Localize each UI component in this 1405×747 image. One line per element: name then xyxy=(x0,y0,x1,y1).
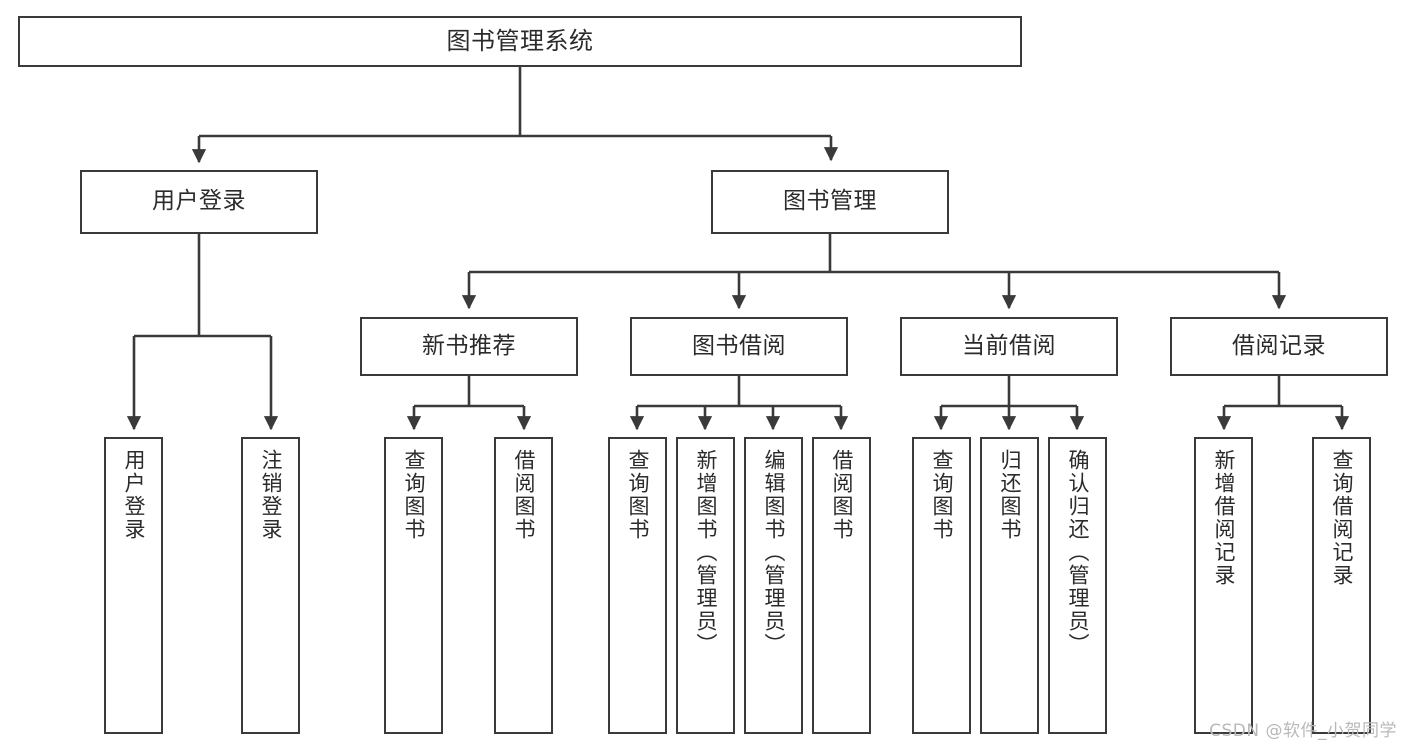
leaf-query-borrow-record[interactable]: 查询借阅记录 xyxy=(1312,437,1371,734)
leaf-add-book-admin[interactable]: 新增图书（管理员） xyxy=(676,437,735,734)
node-label: 查询图书 xyxy=(930,449,954,541)
node-label: 当前借阅 xyxy=(962,332,1056,359)
node-label: 注销登录 xyxy=(259,449,283,541)
leaf-borrow-book-recommend[interactable]: 借阅图书 xyxy=(494,437,553,734)
leaf-confirm-return-admin[interactable]: 确认归还（管理员） xyxy=(1048,437,1107,734)
node-label: 借阅图书 xyxy=(512,449,536,541)
node-current-borrow[interactable]: 当前借阅 xyxy=(900,317,1118,376)
node-label: 图书借阅 xyxy=(692,332,786,359)
leaf-query-book-recommend[interactable]: 查询图书 xyxy=(384,437,443,734)
node-user-login[interactable]: 用户登录 xyxy=(80,170,318,234)
node-label: 查询借阅记录 xyxy=(1330,449,1354,587)
node-label: 借阅记录 xyxy=(1232,332,1326,359)
leaf-borrow-book[interactable]: 借阅图书 xyxy=(812,437,871,734)
leaf-query-book-borrow[interactable]: 查询图书 xyxy=(608,437,667,734)
node-label: 查询图书 xyxy=(402,449,426,541)
node-new-book-recommend[interactable]: 新书推荐 xyxy=(360,317,578,376)
leaf-edit-book-admin[interactable]: 编辑图书（管理员） xyxy=(744,437,803,734)
node-borrow-record[interactable]: 借阅记录 xyxy=(1170,317,1388,376)
node-label: 新书推荐 xyxy=(422,332,516,359)
leaf-add-borrow-record[interactable]: 新增借阅记录 xyxy=(1194,437,1253,734)
node-root-system[interactable]: 图书管理系统 xyxy=(18,16,1022,67)
leaf-return-book[interactable]: 归还图书 xyxy=(980,437,1039,734)
node-book-borrow[interactable]: 图书借阅 xyxy=(630,317,848,376)
node-label: 确认归还（管理员） xyxy=(1066,449,1090,656)
node-label: 归还图书 xyxy=(998,449,1022,541)
leaf-query-book-current[interactable]: 查询图书 xyxy=(912,437,971,734)
leaf-logout[interactable]: 注销登录 xyxy=(241,437,300,734)
node-label: 图书管理 xyxy=(783,188,877,215)
node-label: 新增图书（管理员） xyxy=(694,449,718,656)
leaf-user-login[interactable]: 用户登录 xyxy=(104,437,163,734)
node-book-management[interactable]: 图书管理 xyxy=(711,170,949,234)
node-label: 新增借阅记录 xyxy=(1212,449,1236,587)
node-label: 编辑图书（管理员） xyxy=(762,449,786,656)
node-label: 用户登录 xyxy=(122,449,146,541)
node-label: 用户登录 xyxy=(152,188,246,215)
watermark-text: CSDN @软件_小贺同学 xyxy=(1209,721,1397,741)
node-label: 图书管理系统 xyxy=(446,27,594,56)
node-label: 借阅图书 xyxy=(830,449,854,541)
node-label: 查询图书 xyxy=(626,449,650,541)
